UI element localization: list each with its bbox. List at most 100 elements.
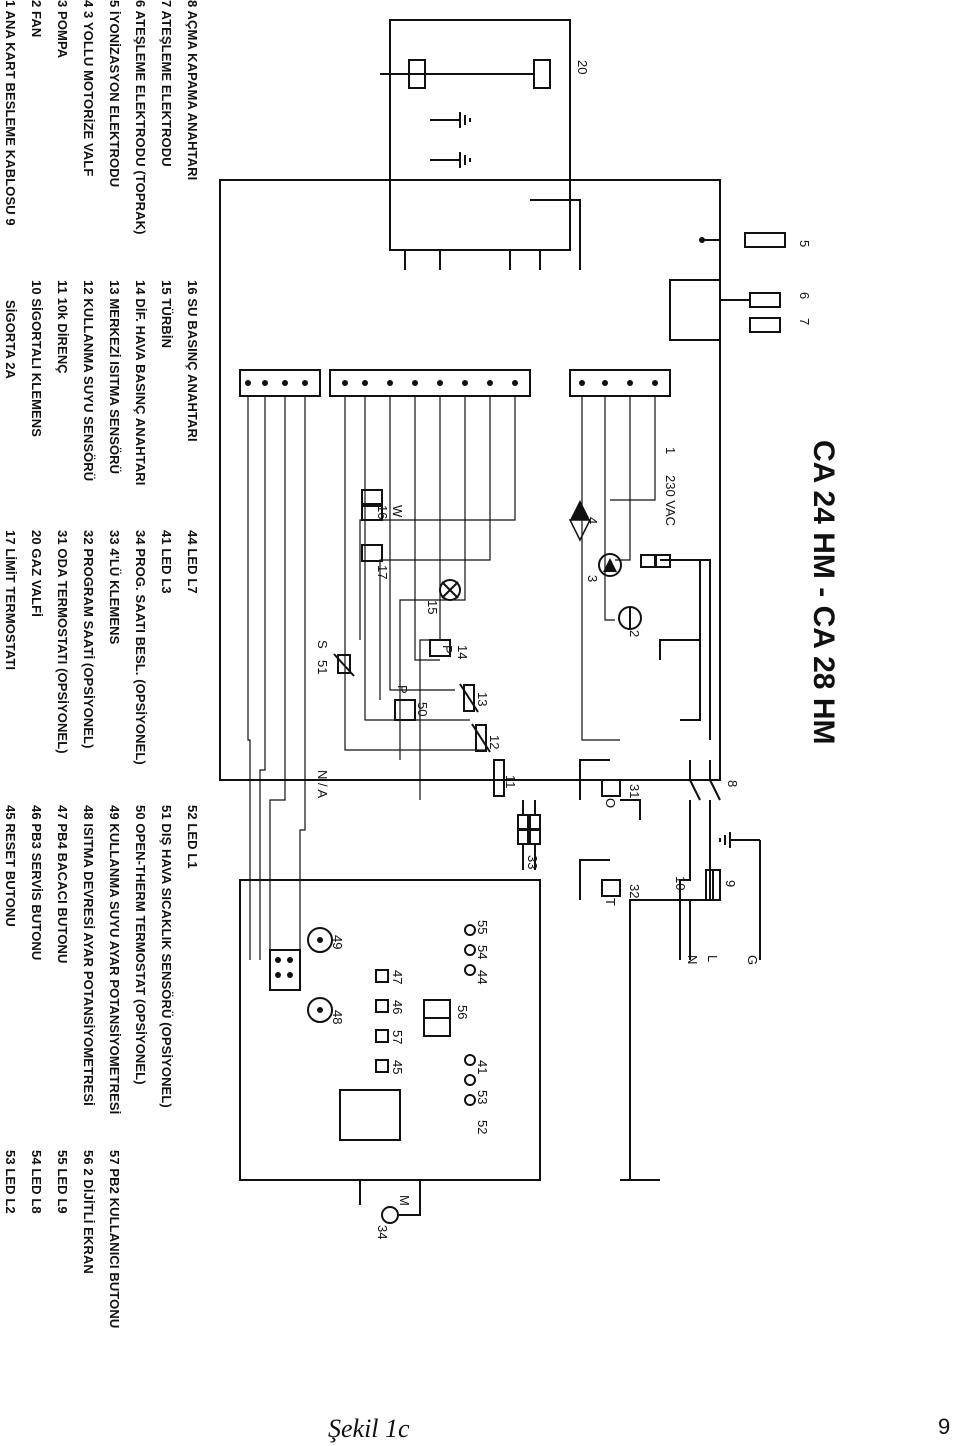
- water-pressure-switch-16: [361, 489, 383, 521]
- legend-c4-2: 47 PB4 BACACI BUTONU: [55, 805, 70, 964]
- label-14: 14: [455, 645, 470, 660]
- legend-c5-4: 57 PB2 KULLANICI BUTONU: [107, 1150, 122, 1329]
- control-pcb: [239, 879, 541, 1181]
- terminal-block-33: [517, 800, 541, 870]
- legend-c4-1: 46 PB3 SERVİS BUTONU: [29, 805, 44, 961]
- sensor-wire-bundle: [247, 396, 656, 960]
- electrode-5: [699, 232, 786, 248]
- outside-sensor-51: [333, 653, 355, 677]
- legend-c5-2: 55 LED L9: [55, 1150, 70, 1214]
- pcb-window: [339, 1089, 401, 1141]
- mains-supply: [640, 554, 711, 740]
- mains-line: [659, 639, 700, 660]
- label-t: T: [603, 898, 618, 906]
- legend-c4-3: 48 ISITMA DEVRESİ AYAR POTANSİYOMETRESİ: [81, 805, 96, 1106]
- ground-main: [719, 832, 761, 960]
- legend-c3-3: 32 PROGRAM SAATİ (OPSİYONEL): [81, 530, 96, 749]
- electrode-6: [720, 292, 781, 308]
- figure-caption: Şekil 1c: [328, 1414, 410, 1443]
- label-51: 51: [315, 660, 330, 675]
- label-15: 15: [425, 600, 440, 615]
- label-4: 4: [585, 517, 600, 525]
- legend-c2-4: 13 MERKEZİ ISITMA SENSÖRÜ: [107, 280, 122, 475]
- leds: [464, 924, 476, 1106]
- label-57: 57: [390, 1030, 405, 1045]
- legend-c5-1: 54 LED L8: [29, 1150, 44, 1214]
- label-16: 16: [375, 505, 390, 520]
- legend-c1-7: 8 AÇMA KAPAMA ANAHTARI: [185, 0, 200, 181]
- fuse-9: [705, 869, 721, 901]
- fan-2: [618, 606, 642, 630]
- label-54: 54: [475, 945, 490, 960]
- legend-c1-0: 1 ANA KART BESLEME KABLOSU 9: [3, 0, 18, 226]
- label-p2: P: [395, 685, 410, 694]
- digit-display-56: [423, 999, 451, 1037]
- legend-c2-3: 12 KULLANMA SUYU SENSÖRÜ: [81, 280, 96, 482]
- label-34: 34: [375, 1225, 390, 1240]
- label-11: 11: [503, 775, 518, 789]
- connector-block-c: [569, 369, 671, 397]
- legend-c3-5: 34 PROG. SAATI BESL. (OPSİYONEL): [133, 530, 148, 765]
- pot-48: [307, 997, 333, 1023]
- label-41: 41: [475, 1060, 490, 1075]
- opentherm-50: [394, 699, 416, 721]
- label-2: 2: [627, 630, 642, 638]
- ground-symbol-1: [430, 112, 471, 128]
- legend-c4-4: 49 KULLANMA SUYU AYAR POTANSİYOMETRESİ: [107, 805, 122, 1115]
- label-line-l: L: [705, 955, 720, 963]
- label-na: N / A: [315, 770, 330, 799]
- label-12: 12: [487, 735, 502, 750]
- label-6: 6: [797, 292, 812, 300]
- legend-c1-6: 7 ATEŞLEME ELEKTRODU: [159, 0, 174, 167]
- legend-c5-0: 53 LED L2: [3, 1150, 18, 1214]
- label-55: 55: [475, 920, 490, 935]
- electrode-7: [749, 317, 781, 333]
- label-3: 3: [585, 575, 600, 583]
- legend-c1-3: 4 3 YOLLU MOTORİZE VALF: [81, 0, 96, 177]
- clock-34: [359, 1180, 421, 1224]
- legend-c2-0: SİGORTA 2A: [3, 300, 18, 380]
- legend-c2-7: 16 SU BASINÇ ANAHTARI: [185, 280, 200, 442]
- label-7: 7: [797, 318, 812, 326]
- label-31: 31: [627, 784, 642, 799]
- label-20: 20: [575, 60, 590, 75]
- label-53: 53: [475, 1090, 490, 1105]
- legend-c5-3: 56 2 DİJİTLİ EKRAN: [81, 1150, 96, 1274]
- label-w: W: [390, 505, 405, 518]
- label-32: 32: [627, 884, 642, 899]
- gas-valve-coil-2: [408, 59, 510, 89]
- pcb-buttons: [375, 969, 389, 1073]
- label-9: 9: [723, 880, 738, 888]
- label-49: 49: [330, 935, 345, 950]
- limit-thermostat-17: [361, 544, 383, 562]
- legend-c3-2: 31 ODA TERMOSTATI (OPSİYONEL): [55, 530, 70, 754]
- label-8: 8: [725, 780, 740, 788]
- legend-c2-1: 10 SİGORTALI KLEMENS: [29, 280, 44, 438]
- legend-c3-4: 33 4'LÜ KLEMENS: [107, 530, 122, 645]
- legend-c4-0: 45 RESET BUTONU: [3, 805, 18, 927]
- legend-c1-1: 2 FAN: [29, 0, 44, 38]
- label-47: 47: [390, 970, 405, 985]
- three-way-valve-4: [568, 500, 592, 542]
- pcb-connector: [269, 949, 301, 991]
- dhw-sensor-12: [471, 723, 491, 753]
- gas-valve-box: [389, 19, 571, 251]
- label-33: 33: [525, 855, 540, 870]
- label-s: S: [315, 640, 330, 649]
- legend-c3-0: 17 LİMİT TERMOSTATI: [3, 530, 18, 671]
- label-5: 5: [797, 240, 812, 248]
- label-46: 46: [390, 1000, 405, 1015]
- label-supply: 230 VAC: [663, 475, 678, 527]
- ch-sensor-13: [459, 683, 479, 713]
- legend-c4-7: 52 LED L1: [185, 805, 200, 869]
- pot-49: [307, 927, 333, 953]
- legend-c3-6: 41 LED L3: [159, 530, 174, 594]
- legend-c3-7: 44 LED L7: [185, 530, 200, 594]
- connector-block-a: [239, 369, 321, 397]
- label-56: 56: [455, 1005, 470, 1020]
- legend-c2-2: 11 10k DİRENÇ: [55, 280, 70, 374]
- resistor-11: [493, 759, 505, 797]
- label-13: 13: [475, 692, 490, 707]
- label-m: M: [397, 1195, 412, 1206]
